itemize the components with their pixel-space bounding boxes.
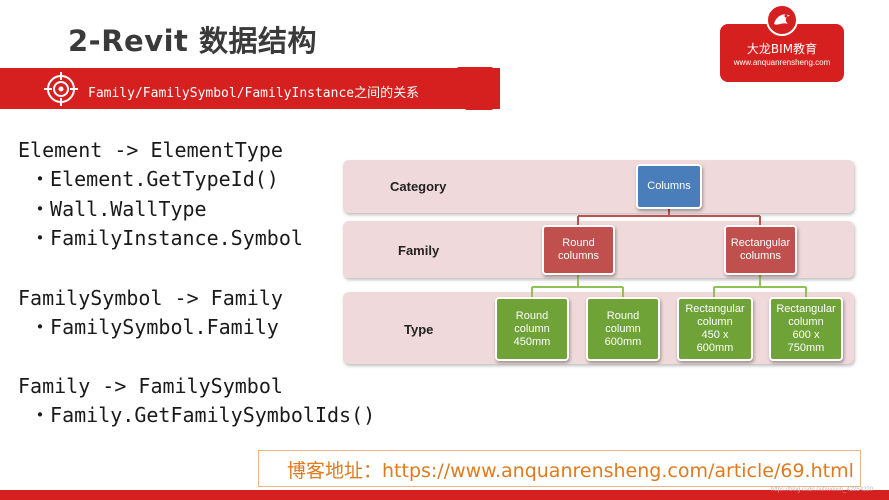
row-label-category: Category — [390, 179, 447, 194]
brand-url: www.anquanrensheng.com — [733, 58, 831, 67]
code-line: FamilySymbol -> Family — [18, 286, 283, 310]
target-icon — [44, 72, 78, 106]
code-line: ・Family.GetFamilySymbolIds() — [18, 403, 376, 427]
node-rectangular-columns: Rectangular columns — [724, 225, 797, 275]
banner-text: Family/FamilySymbol/FamilyInstance之间的关系 — [88, 86, 420, 101]
row-label-type: Type — [404, 322, 434, 337]
node-round-column-450: Round column 450mm — [495, 297, 569, 361]
node-rect-column-600x750: Rectangular column 600 x 750mm — [769, 297, 843, 361]
row-label-family: Family — [398, 243, 440, 258]
node-rect-column-450x600: Rectangular column 450 x 600mm — [677, 297, 753, 361]
category-band — [343, 160, 854, 213]
dragon-logo-icon — [766, 4, 798, 36]
code-line: ・Wall.WallType — [18, 197, 207, 221]
code-line: ・Element.GetTypeId() — [18, 167, 279, 191]
code-line: ・FamilySymbol.Family — [18, 315, 279, 339]
node-columns: Columns — [636, 164, 702, 209]
node-round-columns: Round columns — [542, 225, 615, 275]
blog-link[interactable]: 博客地址：https://www.anquanrensheng.com/arti… — [287, 460, 854, 482]
node-round-column-600: Round column 600mm — [586, 297, 660, 361]
section-banner — [0, 68, 500, 109]
footer-bar — [0, 490, 889, 500]
page-title: 2-Revit 数据结构 — [68, 24, 318, 58]
speed-stripes-icon — [455, 67, 493, 110]
code-line: ・FamilyInstance.Symbol — [18, 226, 303, 250]
code-line: Family -> FamilySymbol — [18, 374, 283, 398]
watermark: https://blog.csdn.net/weixin_42254220 — [771, 487, 874, 493]
blog-link-box — [258, 450, 861, 487]
brand-name: 大龙BIM教育 — [746, 42, 818, 56]
code-line: Element -> ElementType — [18, 138, 283, 162]
